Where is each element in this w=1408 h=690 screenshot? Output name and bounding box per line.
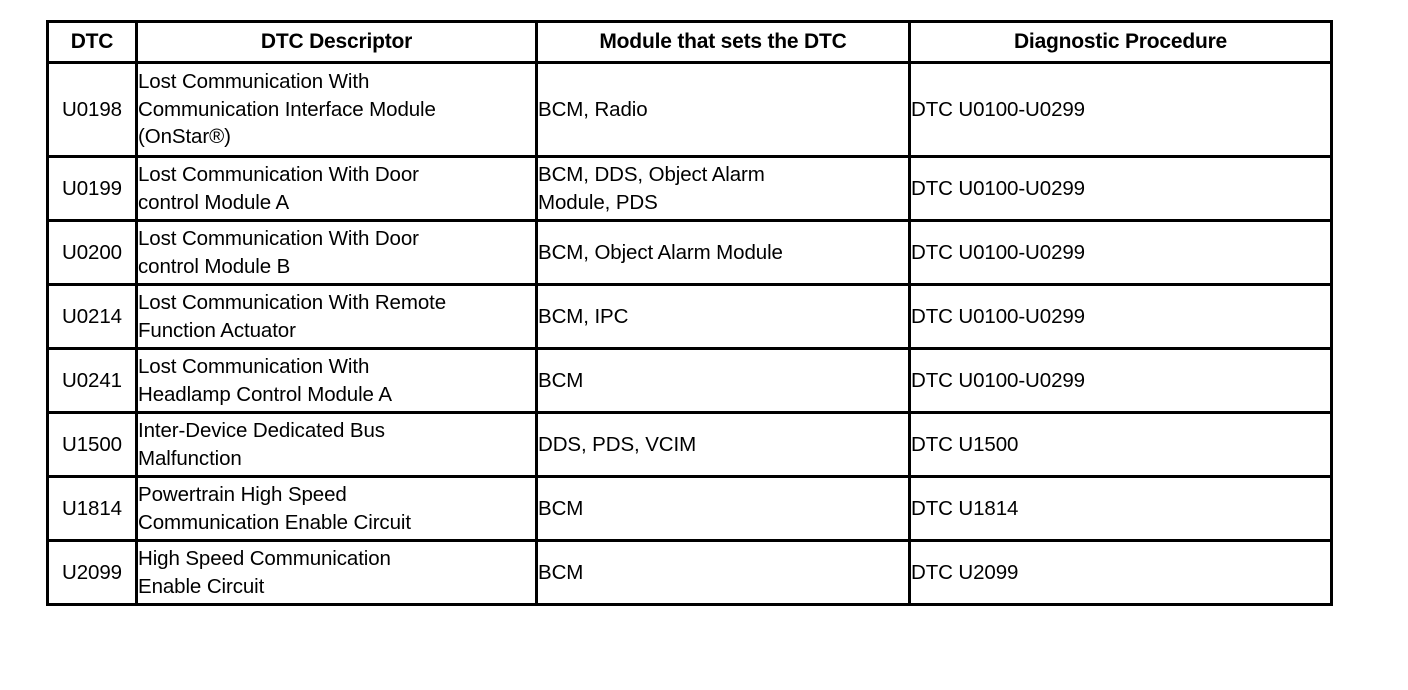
cell-module: BCM, IPC xyxy=(535,283,911,350)
cell-dtc-code: U0241 xyxy=(46,347,138,414)
header-row: DTC DTC Descriptor Module that sets the … xyxy=(46,20,1333,64)
diagnostic-procedure-text: DTC U1814 xyxy=(911,496,1019,520)
table-header: DTC DTC Descriptor Module that sets the … xyxy=(46,20,1333,64)
dtc-code-text: U2099 xyxy=(62,560,122,584)
table-row: U0214 Lost Communication With Remote Fun… xyxy=(46,283,1333,350)
module-text: DDS, PDS, VCIM xyxy=(538,432,697,456)
dtc-table: DTC DTC Descriptor Module that sets the … xyxy=(46,20,1333,606)
dtc-code-text: U0199 xyxy=(62,176,122,200)
diagnostic-procedure-text: DTC U0100-U0299 xyxy=(911,368,1085,392)
cell-dtc-code: U2099 xyxy=(46,539,138,606)
module-text: BCM xyxy=(538,368,584,392)
cell-diagnostic-procedure: DTC U1500 xyxy=(908,411,1333,478)
cell-diagnostic-procedure: DTC U0100-U0299 xyxy=(908,347,1333,414)
table-row: U2099 High Speed Communication Enable Ci… xyxy=(46,539,1333,606)
dtc-code-text: U1500 xyxy=(62,432,122,456)
dtc-code-text: U0241 xyxy=(62,368,122,392)
dtc-code-text: U0200 xyxy=(62,240,122,264)
diagnostic-procedure-text: DTC U1500 xyxy=(911,432,1019,456)
cell-dtc-descriptor: Powertrain High Speed Communication Enab… xyxy=(135,475,538,542)
cell-module: BCM xyxy=(535,347,911,414)
cell-diagnostic-procedure: DTC U0100-U0299 xyxy=(908,155,1333,222)
module-text: BCM, Radio xyxy=(538,97,648,121)
cell-dtc-descriptor: High Speed Communication Enable Circuit xyxy=(135,539,538,606)
module-text: BCM, IPC xyxy=(538,304,629,328)
cell-dtc-code: U0199 xyxy=(46,155,138,222)
table-row: U1814 Powertrain High Speed Communicatio… xyxy=(46,475,1333,542)
column-header-diagnostic-procedure: Diagnostic Procedure xyxy=(908,20,1333,64)
column-header-module-that-sets-the-dtc: Module that sets the DTC xyxy=(535,20,911,64)
cell-diagnostic-procedure: DTC U2099 xyxy=(908,539,1333,606)
dtc-descriptor-text: Lost Communication With Door control Mod… xyxy=(138,227,419,278)
table-row: U0198 Lost Communication With Communicat… xyxy=(46,61,1333,158)
dtc-descriptor-text: High Speed Communication Enable Circuit xyxy=(138,547,391,598)
diagnostic-procedure-text: DTC U0100-U0299 xyxy=(911,97,1085,121)
diagnostic-procedure-text: DTC U0100-U0299 xyxy=(911,304,1085,328)
column-header-dtc-descriptor: DTC Descriptor xyxy=(135,20,538,64)
diagnostic-procedure-text: DTC U2099 xyxy=(911,560,1019,584)
table-row: U0241 Lost Communication With Headlamp C… xyxy=(46,347,1333,414)
dtc-descriptor-text: Lost Communication With Communication In… xyxy=(138,70,436,149)
cell-module: BCM xyxy=(535,475,911,542)
table-row: U0199 Lost Communication With Door contr… xyxy=(46,155,1333,222)
dtc-descriptor-text: Lost Communication With Remote Function … xyxy=(138,291,447,342)
table-row: U1500 Inter-Device Dedicated Bus Malfunc… xyxy=(46,411,1333,478)
cell-module: DDS, PDS, VCIM xyxy=(535,411,911,478)
cell-module: BCM, Object Alarm Module xyxy=(535,219,911,286)
cell-dtc-descriptor: Lost Communication With Door control Mod… xyxy=(135,155,538,222)
cell-module: BCM xyxy=(535,539,911,606)
dtc-descriptor-text: Lost Communication With Door control Mod… xyxy=(138,163,419,214)
column-header-dtc: DTC xyxy=(46,20,138,64)
table-row: U0200 Lost Communication With Door contr… xyxy=(46,219,1333,286)
cell-dtc-descriptor: Lost Communication With Headlamp Control… xyxy=(135,347,538,414)
dtc-code-text: U0198 xyxy=(62,97,122,121)
cell-module: BCM, Radio xyxy=(535,61,911,158)
module-text: BCM xyxy=(538,496,584,520)
dtc-descriptor-text: Powertrain High Speed Communication Enab… xyxy=(138,483,411,534)
dtc-code-text: U1814 xyxy=(62,496,122,520)
table-body: U0198 Lost Communication With Communicat… xyxy=(46,61,1333,606)
dtc-code-text: U0214 xyxy=(62,304,122,328)
dtc-descriptor-text: Lost Communication With Headlamp Control… xyxy=(138,355,392,406)
cell-dtc-code: U0200 xyxy=(46,219,138,286)
cell-diagnostic-procedure: DTC U0100-U0299 xyxy=(908,219,1333,286)
module-text: BCM xyxy=(538,560,584,584)
cell-module: BCM, DDS, Object Alarm Module, PDS xyxy=(535,155,911,222)
module-text: BCM, DDS, Object Alarm Module, PDS xyxy=(538,163,765,214)
cell-dtc-descriptor: Inter-Device Dedicated Bus Malfunction xyxy=(135,411,538,478)
cell-diagnostic-procedure: DTC U0100-U0299 xyxy=(908,61,1333,158)
cell-diagnostic-procedure: DTC U0100-U0299 xyxy=(908,283,1333,350)
cell-dtc-code: U0198 xyxy=(46,61,138,158)
module-text: BCM, Object Alarm Module xyxy=(538,240,783,264)
diagnostic-procedure-text: DTC U0100-U0299 xyxy=(911,176,1085,200)
cell-diagnostic-procedure: DTC U1814 xyxy=(908,475,1333,542)
cell-dtc-descriptor: Lost Communication With Communication In… xyxy=(135,61,538,158)
cell-dtc-code: U1500 xyxy=(46,411,138,478)
cell-dtc-descriptor: Lost Communication With Remote Function … xyxy=(135,283,538,350)
cell-dtc-descriptor: Lost Communication With Door control Mod… xyxy=(135,219,538,286)
diagnostic-procedure-text: DTC U0100-U0299 xyxy=(911,240,1085,264)
dtc-descriptor-text: Inter-Device Dedicated Bus Malfunction xyxy=(138,419,385,470)
cell-dtc-code: U0214 xyxy=(46,283,138,350)
cell-dtc-code: U1814 xyxy=(46,475,138,542)
